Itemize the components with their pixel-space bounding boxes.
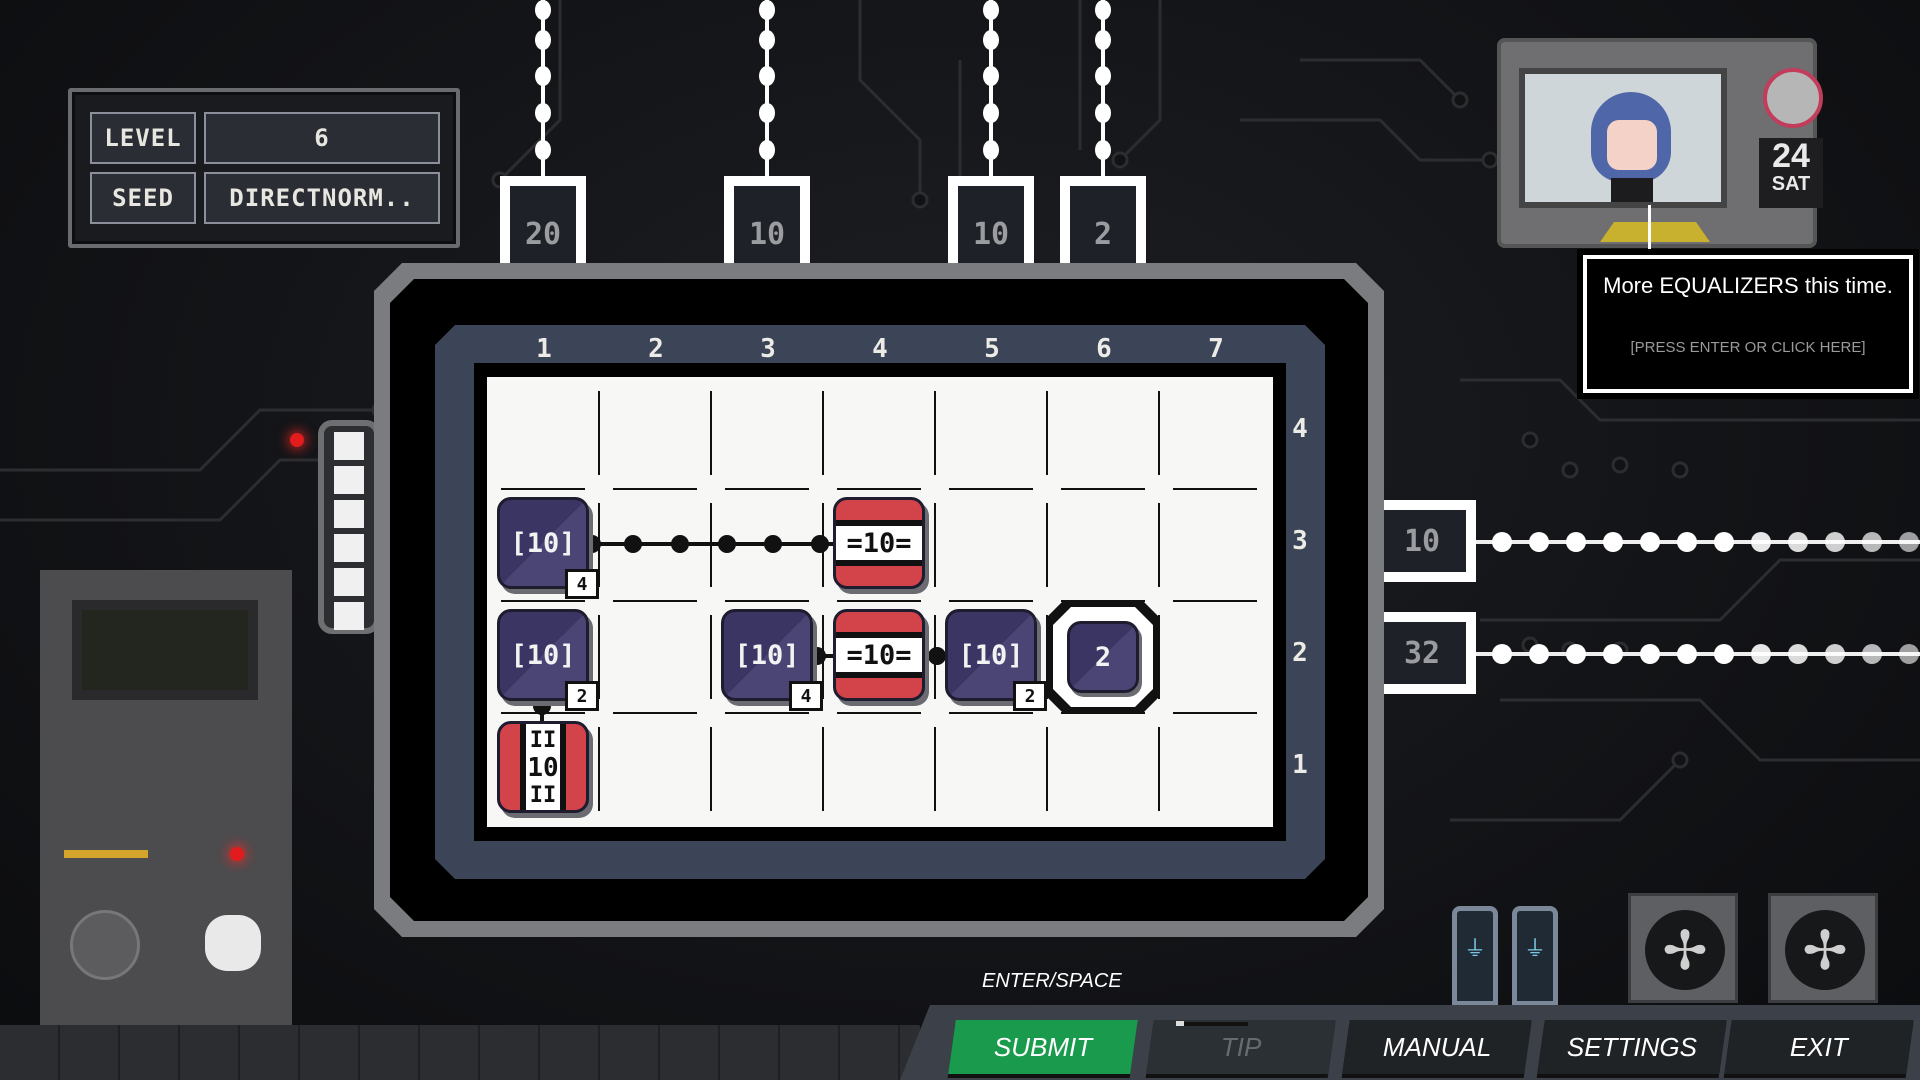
column-label-1: 1 bbox=[536, 334, 552, 364]
dialog-continue-hint[interactable]: [PRESS ENTER OR CLICK HERE] bbox=[1630, 339, 1866, 356]
level-value: 6 bbox=[204, 112, 440, 164]
output-box-row-2: 32 bbox=[1384, 612, 1476, 694]
fan-icon: ✢ bbox=[1645, 910, 1725, 990]
tip-progress bbox=[1176, 1022, 1248, 1026]
level-meter bbox=[318, 420, 380, 634]
level-seed-panel: LEVEL 6 SEED DIRECTNORM.. bbox=[68, 88, 460, 248]
input-box-col-1: 20 bbox=[500, 176, 586, 266]
dialog-box[interactable]: More EQUALIZERS this time. [PRESS ENTER … bbox=[1583, 255, 1913, 393]
red-led-icon bbox=[230, 847, 244, 861]
input-box-col-3: 10 bbox=[724, 176, 810, 266]
tip-progress-fill bbox=[1176, 1021, 1184, 1026]
row-label-1: 1 bbox=[1292, 750, 1308, 780]
wire bbox=[540, 705, 544, 729]
dialog-tail bbox=[1648, 205, 1651, 255]
red-led-icon bbox=[290, 433, 304, 447]
level-label: LEVEL bbox=[90, 112, 196, 164]
manual-button[interactable]: MANUAL bbox=[1342, 1020, 1532, 1074]
round-button-icon bbox=[205, 915, 261, 971]
target-piece[interactable]: 2 bbox=[1067, 621, 1139, 693]
wire bbox=[587, 542, 847, 546]
row-label-3: 3 bbox=[1292, 526, 1308, 556]
level-row: LEVEL 6 bbox=[90, 112, 440, 164]
equalizer-piece[interactable]: =10= bbox=[833, 609, 925, 701]
fan-icon: ✢ bbox=[1785, 910, 1865, 990]
fan-unit: ✢ bbox=[1768, 893, 1878, 1003]
tv-monitor: 24 SAT bbox=[1497, 38, 1823, 248]
capacity-badge: 4 bbox=[565, 569, 599, 599]
column-label-6: 6 bbox=[1096, 334, 1112, 364]
exit-button[interactable]: EXIT bbox=[1724, 1020, 1914, 1074]
side-machine bbox=[40, 570, 292, 1025]
knob-icon bbox=[1763, 68, 1823, 128]
speaker-icon bbox=[70, 910, 140, 980]
column-label-5: 5 bbox=[984, 334, 1000, 364]
seed-label: SEED bbox=[90, 172, 196, 224]
column-label-4: 4 bbox=[872, 334, 888, 364]
dialog-message: More EQUALIZERS this time. bbox=[1603, 273, 1893, 298]
input-box-col-6: 2 bbox=[1060, 176, 1146, 266]
input-box-col-5: 10 bbox=[948, 176, 1034, 266]
puzzle-grid[interactable]: [10] 4 =10= [10] 2 [10] 4 =10= [10] 2 2 … bbox=[487, 377, 1273, 827]
battery-icon: ⏚ bbox=[1512, 906, 1558, 1006]
date-display: 24 SAT bbox=[1759, 138, 1823, 208]
row-label-2: 2 bbox=[1292, 638, 1308, 668]
column-label-2: 2 bbox=[648, 334, 664, 364]
capacity-badge: 4 bbox=[789, 681, 823, 711]
floor bbox=[0, 1025, 920, 1080]
machine-screen bbox=[72, 600, 258, 700]
tip-button[interactable]: TIP bbox=[1146, 1020, 1336, 1074]
seed-row: SEED DIRECTNORM.. bbox=[90, 172, 440, 224]
settings-button[interactable]: SETTINGS bbox=[1537, 1020, 1727, 1074]
yellow-indicator bbox=[64, 850, 148, 858]
output-box-row-3: 10 bbox=[1384, 500, 1476, 582]
capacity-badge: 2 bbox=[1013, 681, 1047, 711]
equalizer-piece[interactable]: =10= bbox=[833, 497, 925, 589]
submit-button[interactable]: SUBMIT bbox=[948, 1020, 1138, 1074]
fan-unit: ✢ bbox=[1628, 893, 1738, 1003]
column-label-3: 3 bbox=[760, 334, 776, 364]
node-piece[interactable]: [10] bbox=[497, 497, 589, 589]
tv-stand bbox=[1600, 222, 1710, 242]
battery-icon: ⏚ bbox=[1452, 906, 1498, 1006]
character-portrait bbox=[1519, 68, 1727, 208]
row-label-4: 4 bbox=[1292, 414, 1308, 444]
seed-value: DIRECTNORM.. bbox=[204, 172, 440, 224]
submit-key-hint: ENTER/SPACE bbox=[982, 970, 1122, 992]
column-label-7: 7 bbox=[1208, 334, 1224, 364]
capacity-badge: 2 bbox=[565, 681, 599, 711]
node-piece[interactable]: [10] bbox=[497, 609, 589, 701]
